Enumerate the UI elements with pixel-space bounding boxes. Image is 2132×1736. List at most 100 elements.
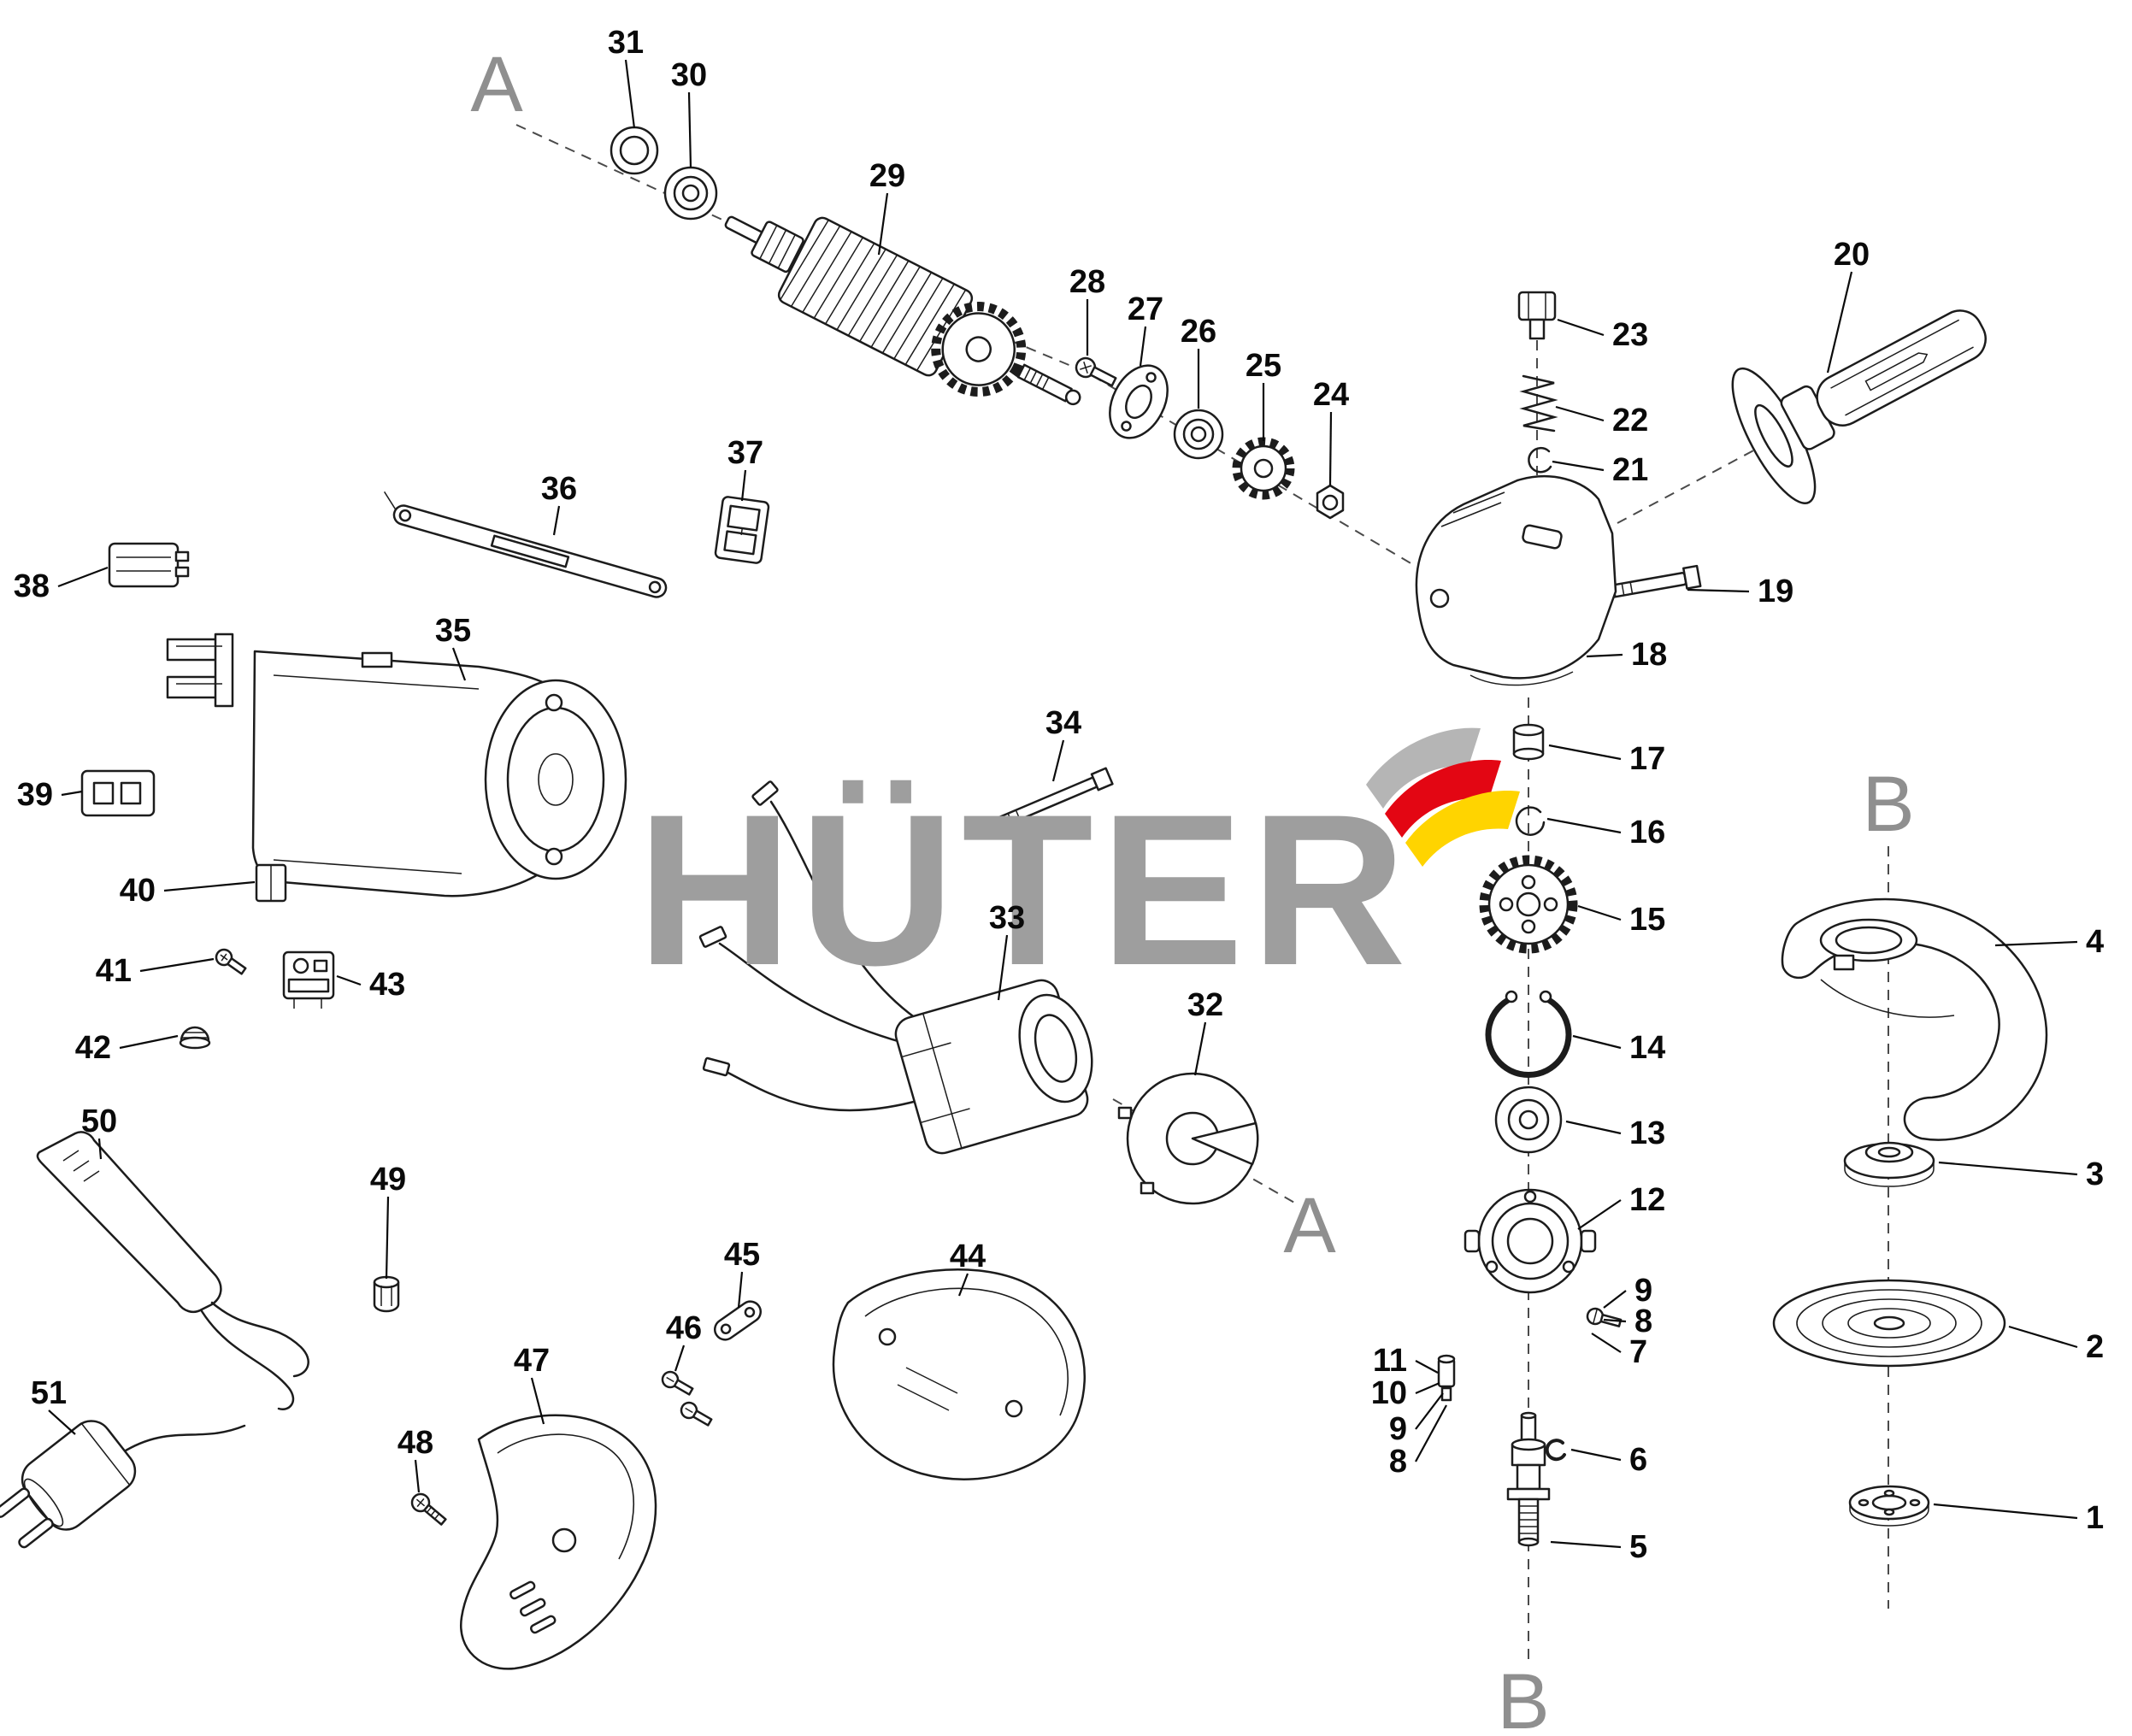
part-label-5-28: 5 — [1629, 1529, 1647, 1565]
leader-line-50 — [97, 1138, 103, 1160]
leader-line-49 — [385, 1196, 390, 1280]
leader-line-11 — [1415, 1360, 1439, 1374]
part-3-inner-flange — [1843, 1141, 1935, 1187]
leader-line-12 — [1577, 1199, 1622, 1230]
leader-line-21 — [1552, 460, 1605, 472]
leader-line-44 — [957, 1273, 969, 1297]
leader-line-35 — [451, 647, 467, 681]
part-label-33-45: 33 — [989, 900, 1025, 936]
part-label-38-33: 38 — [14, 568, 50, 604]
part-label-46-49: 46 — [666, 1310, 702, 1346]
leader-line-8 — [1415, 1404, 1447, 1462]
axis-marker-A-1: A — [1283, 1182, 1336, 1269]
leader-line-48 — [414, 1459, 421, 1493]
leader-line-2 — [2008, 1325, 2078, 1349]
leader-line-18 — [1586, 653, 1623, 658]
part-label-1-32: 1 — [2086, 1500, 2104, 1536]
part-32-air-baffle — [1117, 1072, 1259, 1205]
part-label-11-23: 11 — [1373, 1343, 1407, 1379]
part-2-grinding-disc — [1772, 1279, 2006, 1368]
part-18-gear-housing — [1415, 475, 1617, 686]
leader-line-3 — [1938, 1161, 2078, 1176]
part-label-14-17: 14 — [1629, 1030, 1665, 1066]
part-label-16-15: 16 — [1629, 815, 1665, 850]
part-38-block — [108, 542, 190, 588]
part-label-40-38: 40 — [120, 873, 156, 909]
part-20-side-handle — [1731, 309, 1987, 504]
leader-line-36 — [552, 505, 561, 536]
parts-layer — [0, 126, 2048, 1670]
part-44-housing-cover — [832, 1268, 1086, 1480]
part-label-19-12: 19 — [1758, 574, 1793, 609]
part-49-cap — [373, 1275, 400, 1313]
part-label-47-50: 47 — [514, 1343, 550, 1379]
part-label-8-26: 8 — [1389, 1444, 1407, 1480]
part-21-clip — [1528, 446, 1552, 474]
part-6-clip — [1545, 1439, 1566, 1462]
part-33-stator — [698, 780, 1093, 1155]
leader-line-4 — [1994, 940, 2078, 947]
leader-line-31 — [624, 59, 636, 129]
part-45-lever — [714, 1300, 762, 1341]
part-label-23-8: 23 — [1612, 317, 1648, 353]
part-label-34-44: 34 — [1045, 705, 1081, 741]
part-label-30-1: 30 — [671, 57, 707, 93]
part-1-clamp-nut — [1848, 1485, 1930, 1527]
brand-flag-icon — [1366, 727, 1520, 867]
part-14-circlip — [1485, 990, 1572, 1078]
leader-line-45 — [737, 1271, 744, 1309]
part-label-2-31: 2 — [2086, 1329, 2104, 1365]
part-35-motor-housing — [166, 633, 627, 897]
part-label-51-52: 51 — [31, 1375, 67, 1411]
leader-line-1 — [1933, 1503, 2078, 1520]
part-label-12-19: 12 — [1629, 1182, 1665, 1218]
leader-line-51 — [48, 1409, 76, 1435]
leader-line-38 — [57, 566, 109, 588]
part-51-power-plug — [0, 1420, 246, 1549]
part-39-switch-block — [80, 769, 156, 817]
part-label-43-40: 43 — [369, 967, 405, 1003]
part-label-29-2: 29 — [869, 158, 905, 194]
part-label-31-0: 31 — [608, 25, 644, 61]
leader-line-29 — [877, 192, 889, 256]
axis-marker-A-0: A — [470, 41, 523, 128]
part-30-bearing — [663, 166, 718, 221]
part-5-spindle — [1506, 1411, 1551, 1547]
leader-line-27 — [1139, 326, 1147, 367]
leader-line-9 — [1603, 1290, 1627, 1309]
part-label-25-6: 25 — [1246, 348, 1281, 384]
part-label-24-7: 24 — [1313, 377, 1349, 413]
leader-line-37 — [740, 469, 747, 502]
part-label-50-42: 50 — [81, 1103, 117, 1139]
part-label-27-4: 27 — [1128, 291, 1163, 327]
part-label-13-18: 13 — [1629, 1115, 1665, 1151]
part-label-37-35: 37 — [727, 435, 763, 471]
part-label-4-29: 4 — [2086, 924, 2104, 960]
part-labels: 3130292827262524232221201918171615141312… — [14, 25, 2104, 1736]
part-13-ball-bearing — [1494, 1086, 1563, 1154]
part-34-bolt — [971, 767, 1114, 837]
watermark: HÜTER — [637, 727, 1520, 1010]
part-label-6-27: 6 — [1629, 1442, 1647, 1478]
part-10-11-pin — [1437, 1354, 1456, 1402]
leader-line-13 — [1565, 1120, 1622, 1135]
watermark-text: HÜTER — [637, 770, 1413, 1010]
part-label-18-13: 18 — [1631, 637, 1667, 673]
leader-line-16 — [1546, 817, 1622, 834]
leader-line-9 — [1415, 1392, 1444, 1430]
part-43-switch — [282, 950, 335, 1009]
part-label-44-47: 44 — [950, 1239, 986, 1274]
leader-line-32 — [1193, 1021, 1207, 1076]
leader-line-40 — [163, 880, 256, 892]
part-37-brush-holder — [714, 496, 770, 564]
part-48-screw — [410, 1492, 447, 1526]
part-12-bearing-flange — [1464, 1188, 1597, 1294]
leader-line-17 — [1548, 744, 1622, 761]
part-50-cord-guard — [36, 1131, 309, 1411]
axis-marker-B-3: B — [1497, 1658, 1549, 1736]
leader-line-6 — [1570, 1448, 1622, 1462]
part-label-48-51: 48 — [398, 1425, 433, 1461]
part-label-3-30: 3 — [2086, 1156, 2104, 1192]
leader-line-23 — [1557, 318, 1605, 337]
